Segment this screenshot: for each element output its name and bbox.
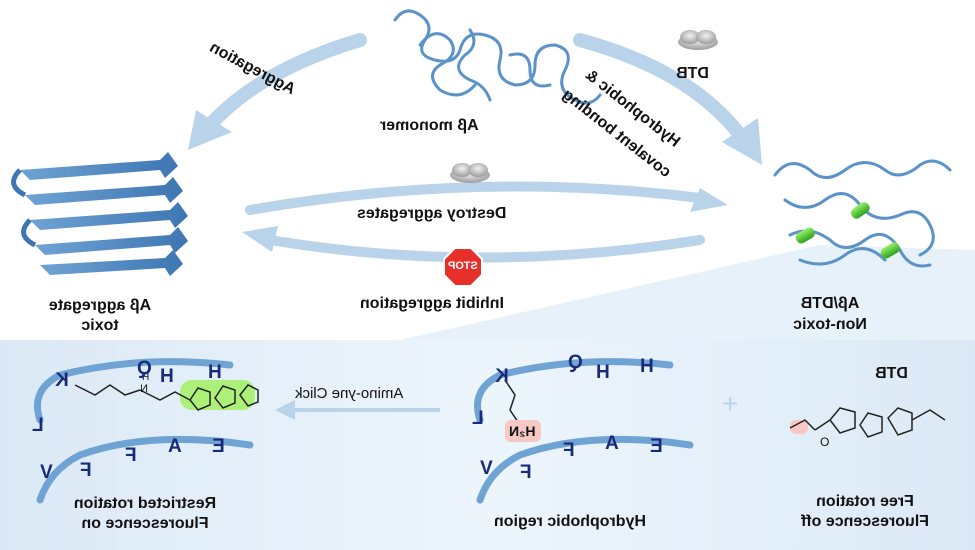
amine-n-label: N [140,383,148,395]
residue-left-f2: F [125,445,137,466]
residue-right-k: K [495,366,509,387]
free-rotation-label-line1: Free rotation [816,493,914,510]
inhibit-arrow [265,235,705,263]
dtb-top-label: DTB [676,65,709,82]
zoom-wedge [400,245,975,340]
destroy-arrowhead [690,188,728,212]
residue-left-e: E [212,436,225,457]
aggregate-sheets [11,152,188,276]
residue-right-f2: F [563,440,575,461]
h2n-label: H₂N [509,423,536,439]
binding-arrowhead [722,118,762,165]
residue-left-h2: H [160,366,174,387]
residue-left-f1: F [80,460,92,481]
residue-left-q: Q [137,358,152,379]
plus-sign: + [722,388,739,419]
bottom-panel [0,340,975,550]
residue-left-l: L [32,415,44,436]
stop-sign [443,247,483,287]
residue-right-h1: H [640,356,654,377]
restricted-label-line2: Fluorescence on [81,515,209,532]
residue-left-h1: H [208,362,222,383]
aggregation-arrow [203,33,367,132]
dtb-bottom-label: DTB [875,365,908,382]
click-arrowhead [275,400,295,420]
aggregation-arrowhead [188,110,232,150]
lysine-sidechain [504,379,541,442]
free-rotation-label-line2: Fluorescence off [800,513,930,530]
peptide-right-strands [474,358,694,504]
residue-right-f1: F [520,462,532,483]
restricted-label-line1: Restricted rotation [73,495,217,512]
carbonyl-o-label: O [820,435,830,449]
residue-right-e: E [650,436,663,457]
aggregate-label-line2: toxic [81,317,119,334]
residue-right-h2: H [596,362,610,383]
residue-left-k: K [55,370,69,391]
stop-sign-text: STOP [448,260,478,272]
click-label: Amino-yne Click [295,385,404,402]
abdtb-label-line1: Aβ/DTB [800,295,860,312]
residue-right-q: Q [568,352,583,373]
aggregate-label-line1: Aβ aggregate [48,297,152,314]
abdtb-complex [773,159,952,268]
residue-left-v: V [40,462,53,483]
monomer-label: Aβ monomer [380,117,479,134]
abdtb-label-line2: Non-toxic [793,316,867,333]
dtb-cloud-middle [450,163,490,183]
peptide-left-strands [34,358,254,504]
conjugated-dtb [74,380,259,411]
inhibit-arrowhead [242,226,278,252]
destroy-arrow [245,181,705,215]
monomer-coil [393,9,602,105]
dtb-cloud-top [678,30,718,50]
residue-left-a: A [168,436,182,457]
destroy-label: Destroy aggregates [357,205,507,222]
binding-arrow [573,33,747,142]
residue-right-v: V [480,458,493,479]
inhibit-label: Inhibit aggregation [360,295,504,312]
residue-right-a: A [605,433,619,454]
hydrophobic-region-label: Hydrophobic region [494,513,646,530]
residue-right-l: L [472,408,484,429]
dtb-molecule [789,407,946,438]
